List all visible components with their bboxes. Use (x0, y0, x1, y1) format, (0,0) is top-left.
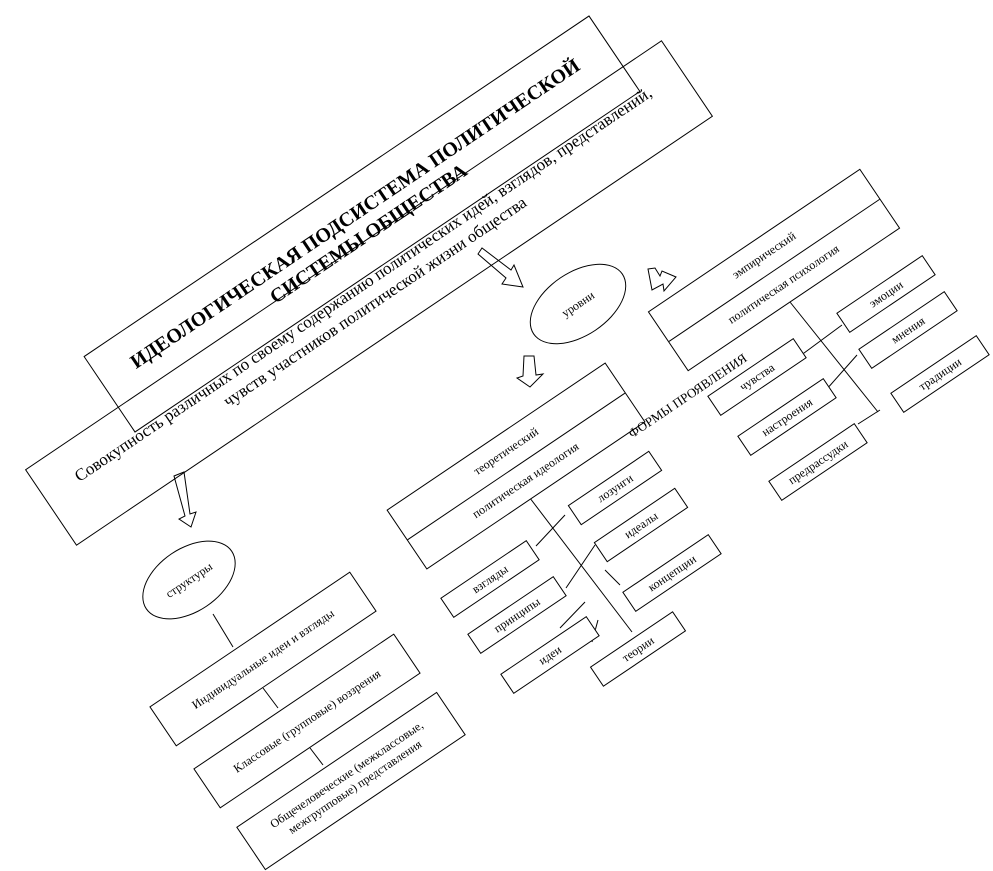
arrow-to-structures (173, 471, 197, 528)
structures-connector (212, 613, 234, 648)
branch-slogans (535, 514, 566, 547)
branch-concepts (604, 569, 621, 586)
branch-opinions (825, 354, 858, 391)
structures-divider-1 (262, 687, 279, 709)
branch-principles (559, 601, 586, 629)
arrow-to-theoretical (515, 355, 545, 388)
branch-emotions (799, 324, 843, 357)
branch-ideals (565, 544, 596, 589)
arrow-to-empirical (647, 267, 677, 293)
arrow-to-levels (477, 247, 524, 288)
structures-label: структуры (162, 558, 215, 601)
psych-spine (789, 301, 879, 413)
levels-label: уровни (558, 287, 597, 320)
theory-spine (519, 484, 633, 633)
branch-traditions (857, 409, 881, 425)
